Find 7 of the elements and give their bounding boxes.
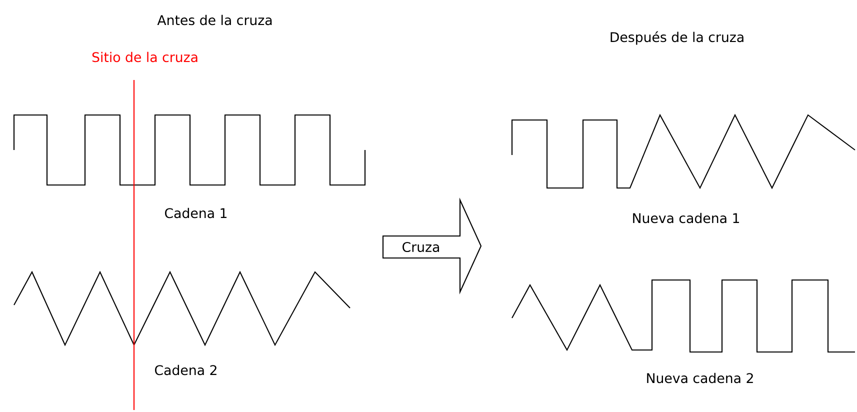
- text-label: Cadena 2: [155, 364, 216, 376]
- text-label: Cadena 1: [165, 208, 227, 218]
- text-label: Antes de la cruza: [157, 14, 272, 26]
- text-label: Sitio de la cruza: [92, 52, 198, 62]
- text-label: Después de la cruza: [610, 31, 744, 45]
- text-label: Nueva cadena 1: [633, 212, 739, 224]
- text-label: Nueva cadena 2: [647, 372, 753, 384]
